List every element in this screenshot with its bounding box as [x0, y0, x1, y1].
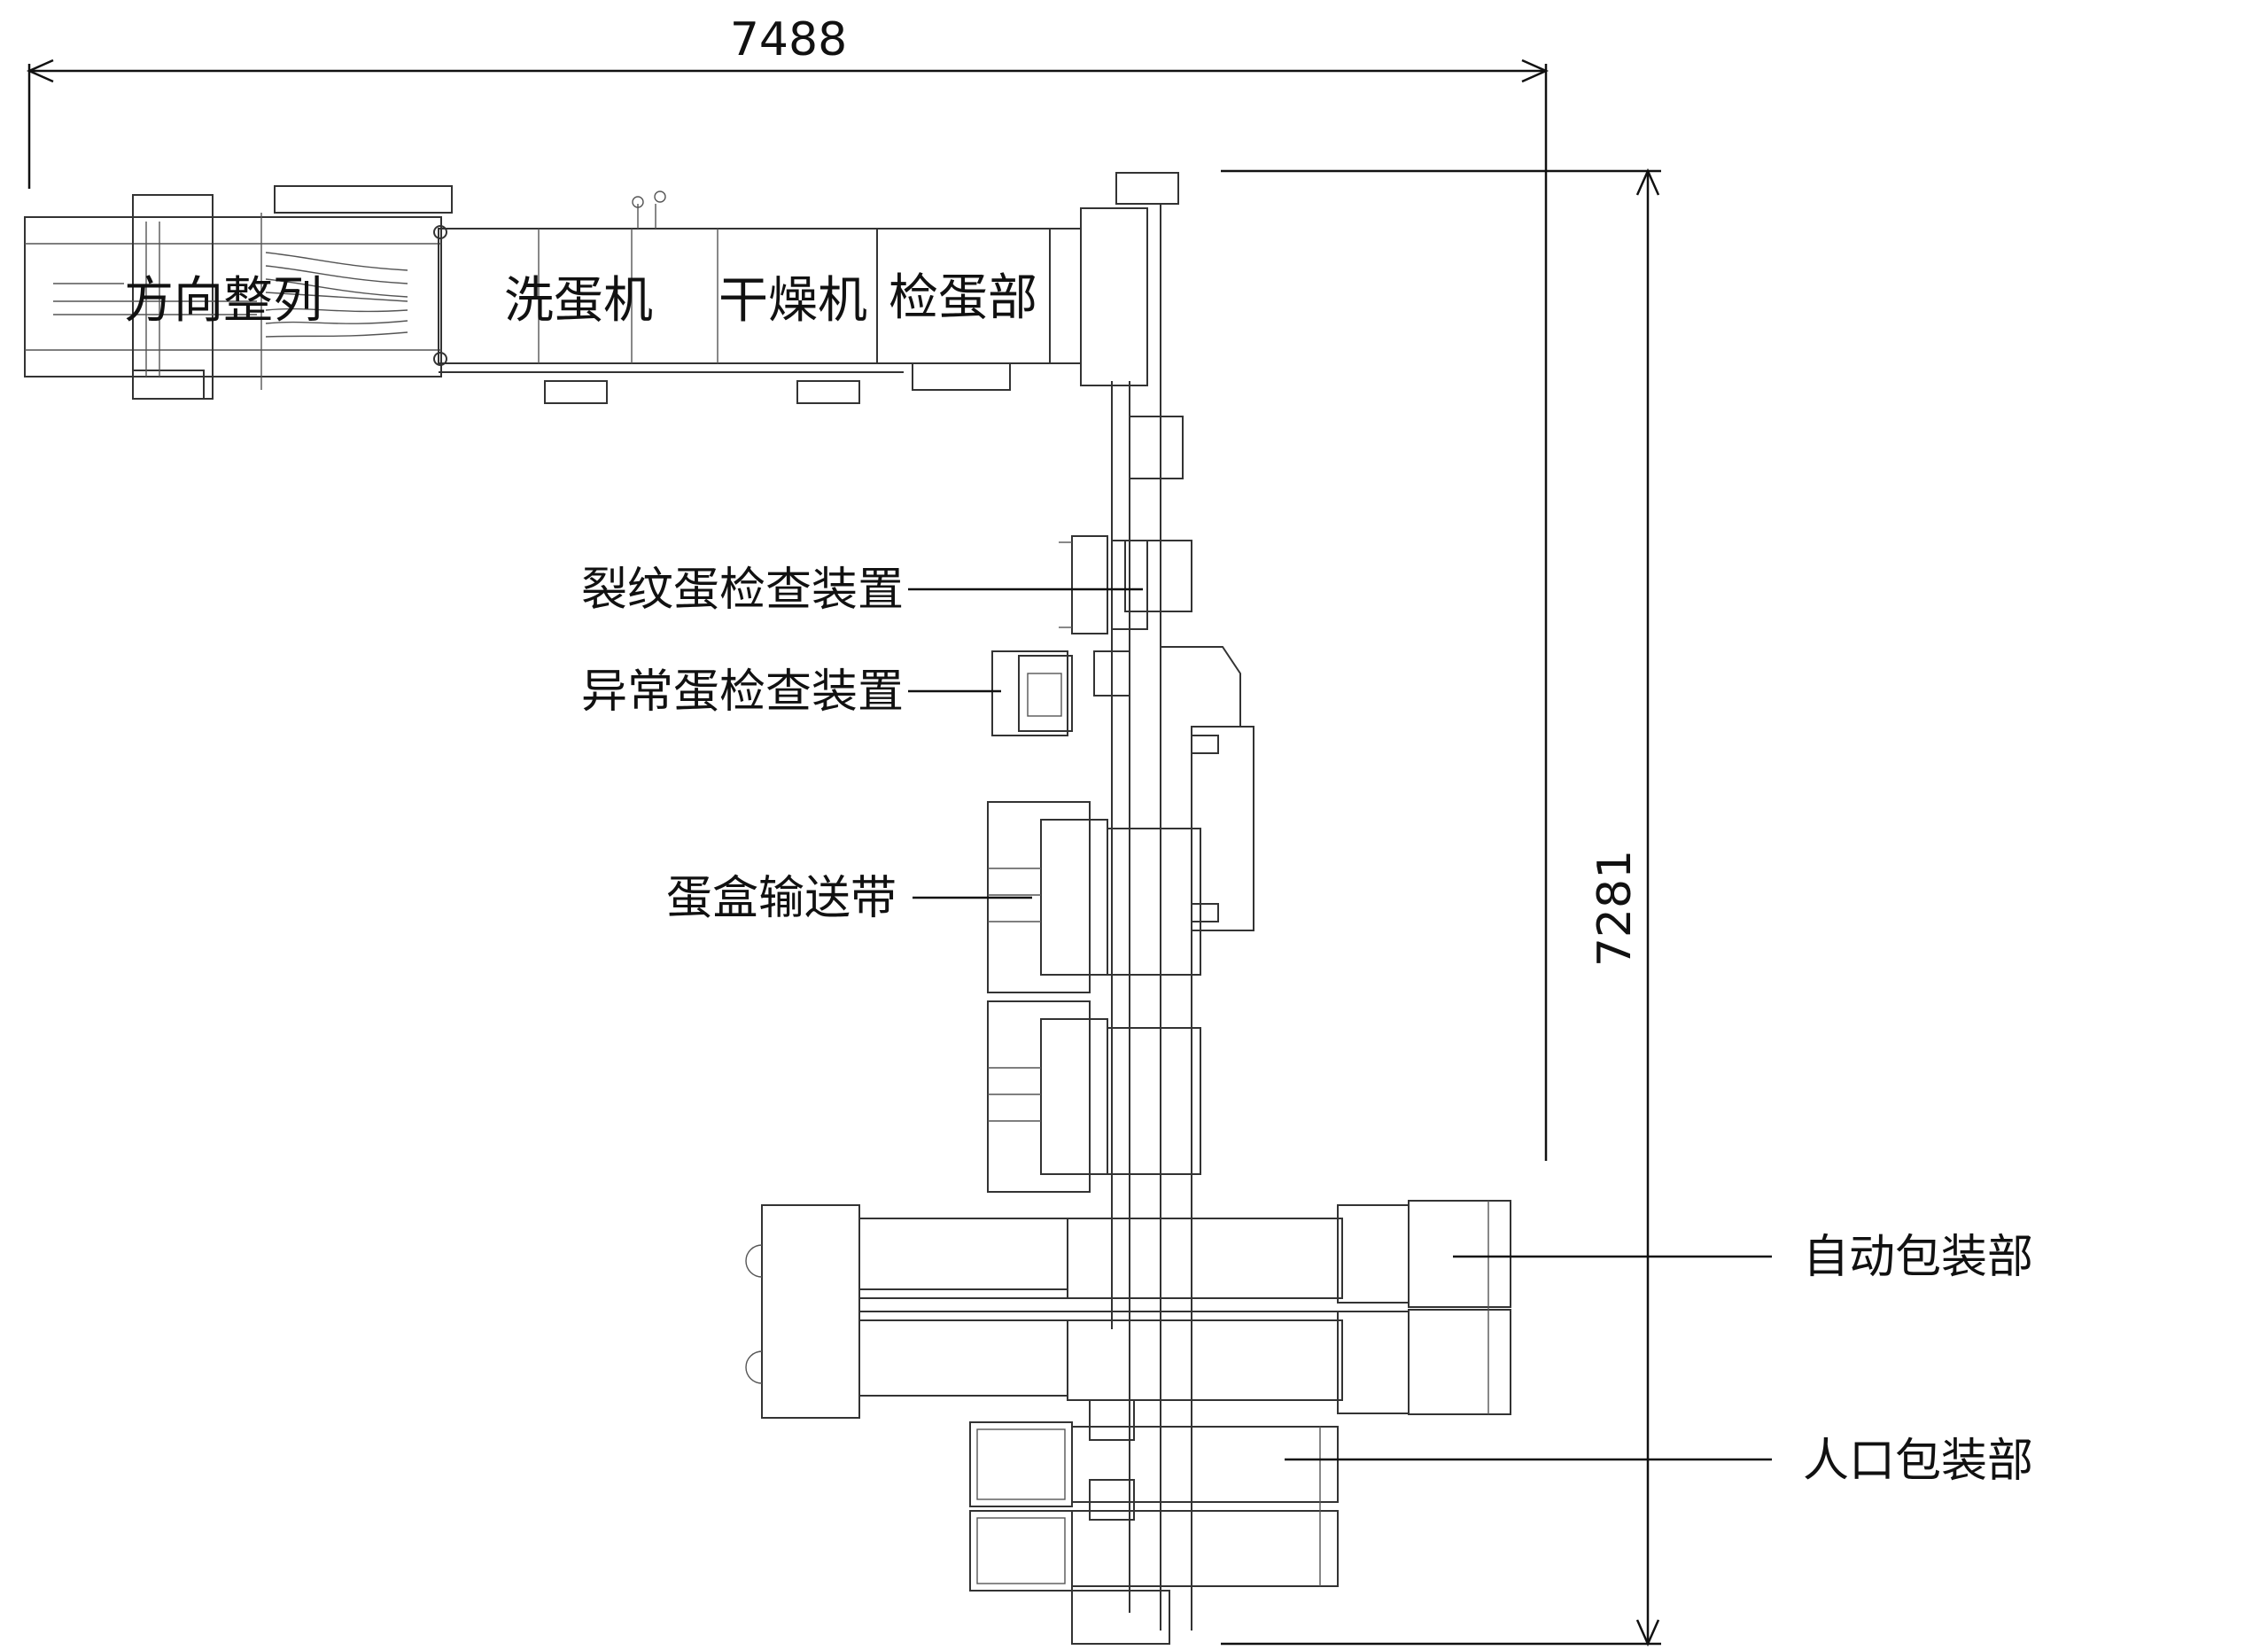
inspection-unit: 检蛋部	[876, 172, 1179, 391]
width-dimension: 7488	[26, 13, 1550, 1161]
label-direction-alignment: 方向整列	[124, 272, 322, 330]
height-dimension: 7281	[1221, 167, 1661, 1647]
label-crack-detector: 裂纹蛋检查装置	[581, 564, 904, 617]
abnormal-detector-device: 异常蛋检查装置	[581, 650, 1073, 736]
crack-detector-device: 裂纹蛋检查装置	[581, 535, 1148, 634]
vertical-conveyor	[1093, 204, 1254, 1631]
manual-packing-unit: 人口包装部	[969, 1399, 2033, 1645]
label-carton-conveyor: 蛋盒输送带	[666, 872, 897, 925]
orientation-unit: 方向整列	[24, 185, 453, 400]
label-auto-packing: 自动包装部	[1803, 1231, 2033, 1284]
label-manual-packing: 人口包装部	[1803, 1435, 2033, 1488]
height-dimension-label: 7281	[1588, 850, 1642, 967]
label-dryer: 干燥机	[718, 272, 867, 330]
label-abnormal-detector: 异常蛋检查装置	[581, 665, 904, 719]
auto-packing-unit: 自动包装部	[745, 1200, 2033, 1419]
label-egg-inspection: 检蛋部	[889, 269, 1037, 327]
width-dimension-label: 7488	[730, 13, 847, 66]
label-egg-washer: 洗蛋机	[504, 272, 653, 330]
washer-dryer-unit: 洗蛋机 干燥机	[433, 191, 904, 404]
carton-conveyor-lower	[987, 1000, 1201, 1193]
